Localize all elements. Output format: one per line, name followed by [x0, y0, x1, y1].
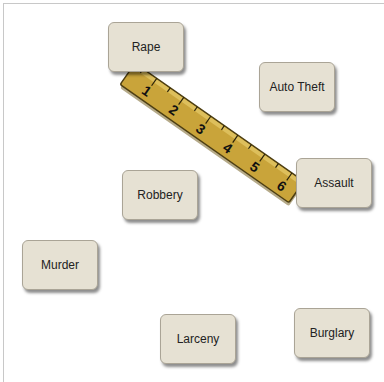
crime-label: Larceny: [177, 332, 220, 346]
crime-label: Burglary: [310, 326, 355, 340]
ruler-tick: [194, 107, 197, 111]
crime-label: Assault: [314, 176, 353, 190]
crime-label: Rape: [132, 40, 161, 54]
crime-box: Robbery: [122, 170, 198, 220]
crime-label: Robbery: [137, 188, 182, 202]
ruler-tick: [179, 97, 184, 104]
crime-label: Murder: [41, 258, 79, 272]
ruler-tick: [206, 116, 211, 123]
crime-box: Burglary: [294, 308, 370, 358]
crime-box: Auto Theft: [259, 62, 335, 112]
ruler-tick: [287, 173, 292, 180]
ruler-tick: [260, 154, 265, 161]
ruler-tick: [248, 145, 251, 149]
ruler-tick: [152, 78, 157, 85]
crime-box: Murder: [22, 240, 98, 290]
ruler-tick: [221, 126, 224, 130]
crime-box: Assault: [296, 158, 372, 208]
ruler-tick: [233, 135, 238, 142]
crime-box: Rape: [108, 22, 184, 72]
ruler-tick: [167, 88, 170, 92]
crime-box: Larceny: [160, 314, 236, 364]
crime-label: Auto Theft: [269, 80, 324, 94]
ruler-tick: [276, 164, 279, 168]
